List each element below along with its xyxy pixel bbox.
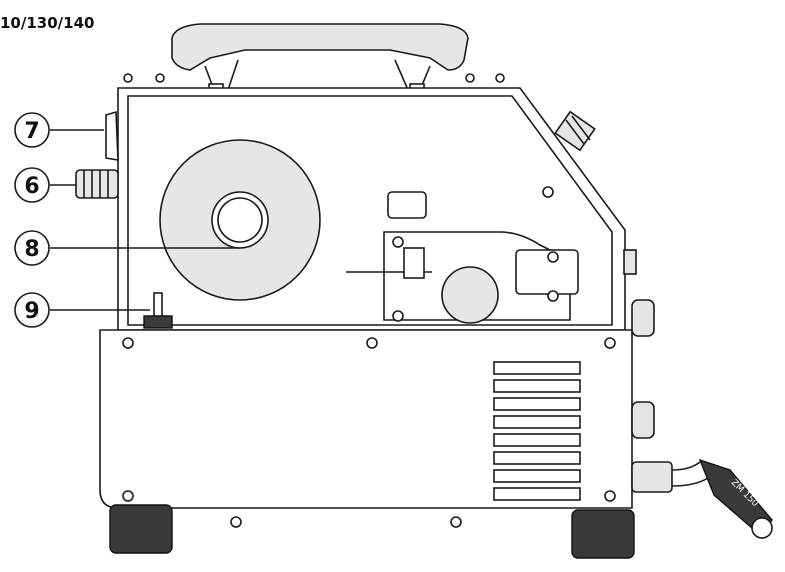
callout-6: 6: [14, 167, 50, 203]
callout-label-7: 7: [24, 119, 39, 144]
callout-label-6: 6: [24, 174, 39, 199]
callout-label-8: 8: [24, 237, 39, 262]
carry-handle: [171, 23, 469, 95]
gas-connector: [143, 292, 173, 329]
feet: [109, 504, 635, 559]
callout-label-9: 9: [24, 299, 39, 324]
callout-7: 7: [14, 112, 50, 148]
power-switch: [105, 110, 119, 161]
model-title: 10/130/140: [0, 14, 95, 32]
callout-lines: [50, 129, 240, 311]
adjustment-knob: [554, 110, 596, 152]
wire-spool: [159, 139, 321, 301]
cable-strain-relief: [75, 169, 119, 199]
wire-feeder: [346, 191, 579, 324]
front-connectors: [623, 249, 655, 439]
callout-8: 8: [14, 230, 50, 266]
callout-9: 9: [14, 292, 50, 328]
vent-slots: [493, 361, 581, 501]
torch-cable: ZM 150: [631, 458, 773, 539]
